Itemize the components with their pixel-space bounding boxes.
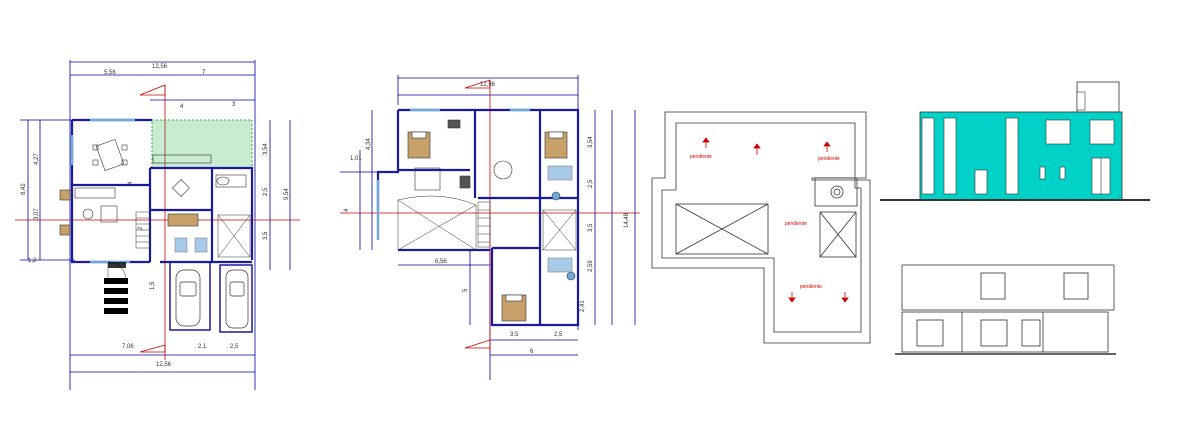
dim-right-mid: 2,5 [263, 187, 269, 196]
dim-left-upper: 4,27 [34, 153, 40, 165]
roof-plan [651, 111, 871, 344]
roof-slope-label: pendiente [785, 221, 807, 227]
upper-windows [376, 108, 530, 240]
dim-upper-right-e: 2,41 [580, 300, 586, 312]
dim-top-inner-b: 3 [232, 102, 236, 108]
dim-bottom-total: 12,56 [156, 362, 172, 368]
dim-bottom-mid: 2,1 [198, 344, 207, 350]
ground-void [217, 214, 251, 258]
garage [169, 261, 253, 333]
section-arrow [464, 79, 491, 89]
section-arrow [464, 339, 491, 349]
dim-right-upper: 3,54 [263, 143, 269, 155]
car-icon [175, 269, 249, 329]
roof-slope-label: pendiente [818, 156, 840, 162]
roof-slope-marks [702, 137, 849, 303]
dim-right-total: 9,54 [284, 188, 290, 200]
upper-bed-2 [544, 131, 568, 159]
upper-stair [477, 201, 491, 248]
ground-stair [135, 211, 151, 249]
dim-upper-mid-width: 6,56 [435, 259, 447, 265]
lawn-patio [152, 120, 252, 168]
dim-upper-left-a: 4,34 [366, 138, 372, 150]
dim-upper-bottom-b: 2,5 [554, 332, 563, 338]
upper-bed-3 [501, 294, 527, 322]
ground-floor-plan: 12,56 5,56 7 4 3 8,42 4,27 3,07 1,2 3,54… [15, 60, 300, 390]
dim-upper-lower-depth: 5 [463, 288, 469, 292]
dim-upper-bottom-total: 6 [530, 349, 534, 355]
ground-dimension-lines [20, 60, 291, 390]
dim-bottom-right: 2,5 [230, 344, 239, 350]
ground-windows [70, 118, 135, 264]
dim-upper-left-b: 1,01 [350, 156, 362, 162]
roof-slope-label: pendiente [800, 284, 822, 290]
upper-floor-plan: 12,56 4,34 1,01 4 3,54 2,5 3,5 2,59 2,41… [340, 75, 640, 380]
roof-slope-label: pendiente [690, 154, 712, 160]
facade-windows [921, 117, 1115, 195]
dim-left-bottom: 1,2 [28, 258, 37, 264]
dim-upper-top-total: 12,56 [480, 82, 496, 88]
dim-upper-right-total: 14,48 [624, 212, 630, 228]
dim-upper-right-d: 2,59 [588, 260, 594, 272]
dim-right-lower: 3,5 [263, 231, 269, 240]
living-sofa [59, 187, 118, 236]
dim-left-lower: 3,07 [34, 208, 40, 220]
dim-top-total: 12,56 [152, 64, 168, 70]
dim-room-2: 2 [138, 226, 144, 230]
dim-room-4: 4 [128, 181, 134, 185]
dim-upper-left-c: 4 [344, 208, 350, 212]
front-elevation [880, 81, 1150, 201]
dim-bottom-left: 7,06 [122, 344, 134, 350]
dim-top-inner-a: 4 [180, 104, 184, 110]
patio-table [172, 179, 190, 197]
section-arrow [139, 344, 166, 353]
kitchen-counter [152, 154, 247, 188]
dim-upper-right-b: 2,5 [588, 179, 594, 188]
dim-top-left: 5,56 [104, 70, 116, 76]
dim-upper-bottom-a: 3,5 [510, 332, 519, 338]
entry-steps [104, 278, 128, 314]
dim-top-right: 7 [202, 70, 206, 76]
section-arrow [139, 84, 166, 96]
dining-table [92, 138, 128, 172]
dim-left-outer: 8,42 [21, 183, 27, 195]
dim-upper-right-a: 3,54 [588, 136, 594, 148]
dim-upper-right-c: 3,5 [588, 223, 594, 232]
upper-void [397, 195, 577, 251]
upper-study [414, 119, 513, 191]
upper-bed-1 [407, 131, 431, 159]
rear-elevation [895, 264, 1116, 355]
dim-garage-depth: 1,5 [150, 281, 156, 290]
upper-bathroom [547, 165, 576, 281]
ground-bathroom [167, 213, 208, 253]
